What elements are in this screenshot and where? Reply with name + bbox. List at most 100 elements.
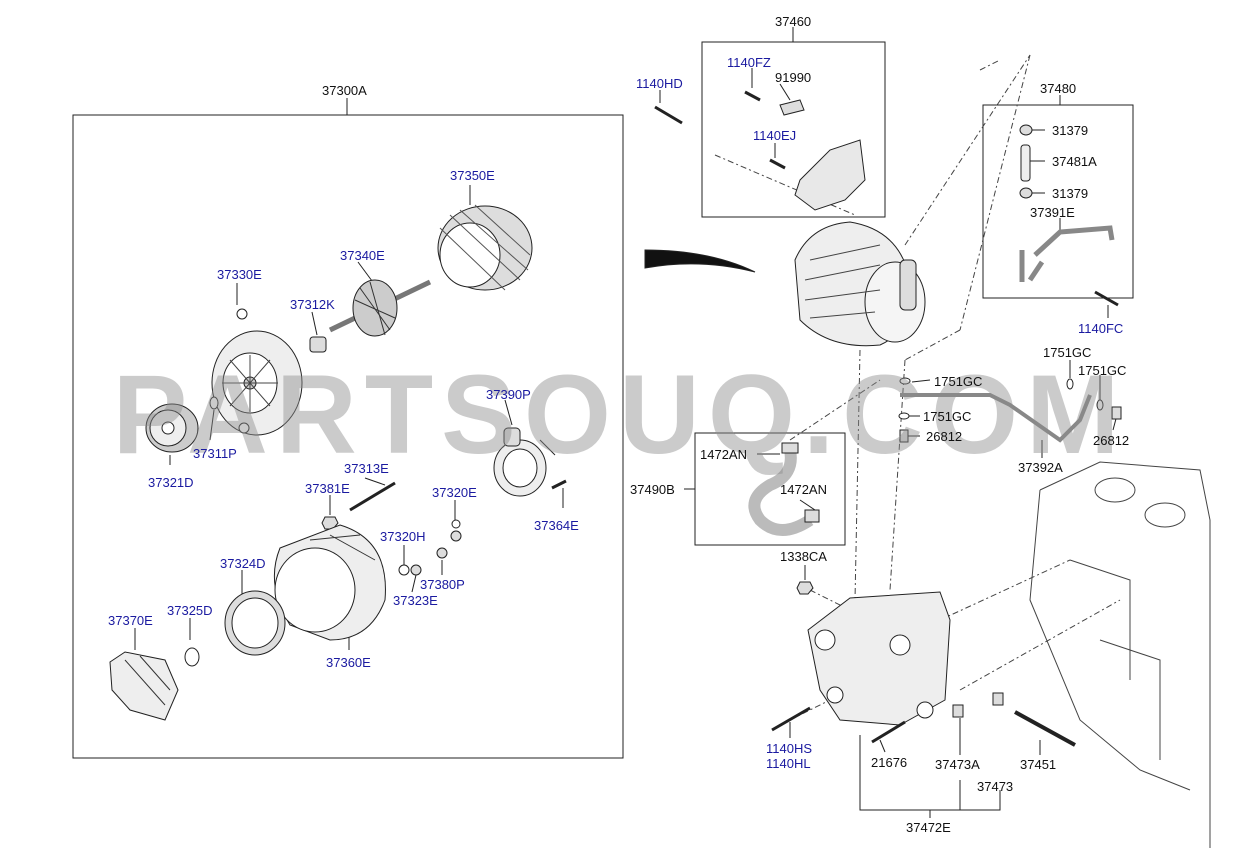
label-37391E[interactable]: 37391E [1030,205,1075,220]
pipe-37391E [1019,225,1115,282]
vacuum-cover-37390P [493,427,556,497]
label-37392A[interactable]: 37392A [1018,460,1063,475]
label-37330E[interactable]: 37330E [217,267,262,282]
label-1140HD[interactable]: 1140HD [636,76,683,91]
label-37360E[interactable]: 37360E [326,655,371,670]
bolt-37313E [349,481,396,512]
nut-37380P [436,547,448,559]
label-31379-a[interactable]: 31379 [1052,123,1089,138]
bolt-21676 [871,720,906,744]
bolt-1140FZ [744,90,761,102]
label-37320E[interactable]: 37320E [432,485,477,500]
regulator-37370E [109,651,179,721]
label-1140HS[interactable]: 1140HS [766,741,813,756]
hose-37490B [748,448,814,536]
label-37325D[interactable]: 37325D [167,603,213,618]
label-37473A[interactable]: 37473A [935,757,980,772]
label-37312K[interactable]: 37312K [290,297,335,312]
label-37451[interactable]: 37451 [1020,757,1057,772]
label-1140EJ[interactable]: 1140EJ [753,128,797,143]
washer-37311P [209,396,219,410]
label-1472AN-a[interactable]: 1472AN [700,447,747,462]
label-37473[interactable]: 37473 [977,779,1014,794]
label-37340E[interactable]: 37340E [340,248,385,263]
alternator-assembly [794,221,926,347]
stator-37350E [437,204,533,291]
label-37321D[interactable]: 37321D [148,475,194,490]
hose-37481A [1020,144,1031,182]
label-1751GC-d[interactable]: 1751GC [923,409,972,424]
pipe-37392A [900,393,1092,443]
label-37364E[interactable]: 37364E [534,518,579,533]
bolt-1140HS [771,706,811,732]
front-housing-37330E [211,308,303,436]
label-31379-b[interactable]: 31379 [1052,186,1089,201]
label-37311P[interactable]: 37311P [193,446,237,461]
label-91990[interactable]: 91990 [775,70,812,85]
label-37370E[interactable]: 37370E [108,613,153,628]
label-1472AN-b[interactable]: 1472AN [780,482,827,497]
label-37350E[interactable]: 37350E [450,168,495,183]
label-37472E[interactable]: 37472E [906,820,951,835]
rotor-37340E [328,279,432,337]
clamp-1472AN-a [781,442,799,454]
direction-arrow [644,249,756,273]
group-frame-37480 [982,104,1134,299]
label-37300A[interactable]: 37300A [322,83,367,98]
clip-91990 [779,99,805,116]
washer-37320H [398,564,410,576]
rear-housing-37360E [273,524,386,641]
label-37480[interactable]: 37480 [1040,81,1077,96]
bushing-37473A [952,704,964,718]
label-37490B[interactable]: 37490B [630,482,675,497]
label-37323E[interactable]: 37323E [393,593,438,608]
label-1140HL[interactable]: 1140HL [766,756,811,771]
washer-1751GC-2 [898,412,910,420]
label-37390P[interactable]: 37390P [486,387,531,402]
bolt-26812-b [1111,406,1122,420]
bolt-26812-a [899,429,909,443]
part-37320E [451,519,461,529]
label-1338CA[interactable]: 1338CA [780,549,827,564]
label-1751GC-c[interactable]: 1751GC [1078,363,1127,378]
label-37381E[interactable]: 37381E [305,481,350,496]
nut-37320E [450,530,462,542]
bolt-37451 [1014,710,1076,747]
bolt-1140HD [654,105,683,125]
group-frame-37300A [72,114,624,759]
label-37460[interactable]: 37460 [775,14,812,29]
label-26812-b[interactable]: 26812 [1093,433,1130,448]
screw-37364E [551,479,567,490]
bolt-1140EJ [769,158,786,170]
label-21676[interactable]: 21676 [871,755,908,770]
bolt-1140FC [1094,290,1119,307]
bearing-37312K [309,336,327,353]
label-37481A[interactable]: 37481A [1052,154,1097,169]
label-37313E[interactable]: 37313E [344,461,389,476]
gasket-37324D [224,590,286,656]
label-1751GC-a[interactable]: 1751GC [934,374,983,389]
engine-block [1029,461,1211,848]
washer-1751GC-4 [1096,399,1104,411]
clamp-1472AN-b [804,509,820,523]
clamp-31379-top [1019,124,1033,136]
label-1140FC[interactable]: 1140FC [1078,321,1124,336]
label-37320H[interactable]: 37320H [380,529,426,544]
washer-1751GC-3 [1066,378,1074,390]
pulley-37321D [145,403,199,453]
bracket-37460 [794,139,866,211]
nut-37323E [410,564,422,576]
washer-37325D [184,647,200,667]
washer-1751GC-1 [899,377,911,385]
clamp-31379-bottom [1019,187,1033,199]
label-1751GC-b[interactable]: 1751GC [1043,345,1092,360]
label-1140FZ[interactable]: 1140FZ [727,55,771,70]
label-37324D[interactable]: 37324D [220,556,266,571]
nut-1338CA [796,581,814,595]
label-37380P[interactable]: 37380P [420,577,465,592]
bushing-37473 [992,692,1004,706]
bracket-37472E [807,591,951,726]
label-26812-a[interactable]: 26812 [926,429,963,444]
